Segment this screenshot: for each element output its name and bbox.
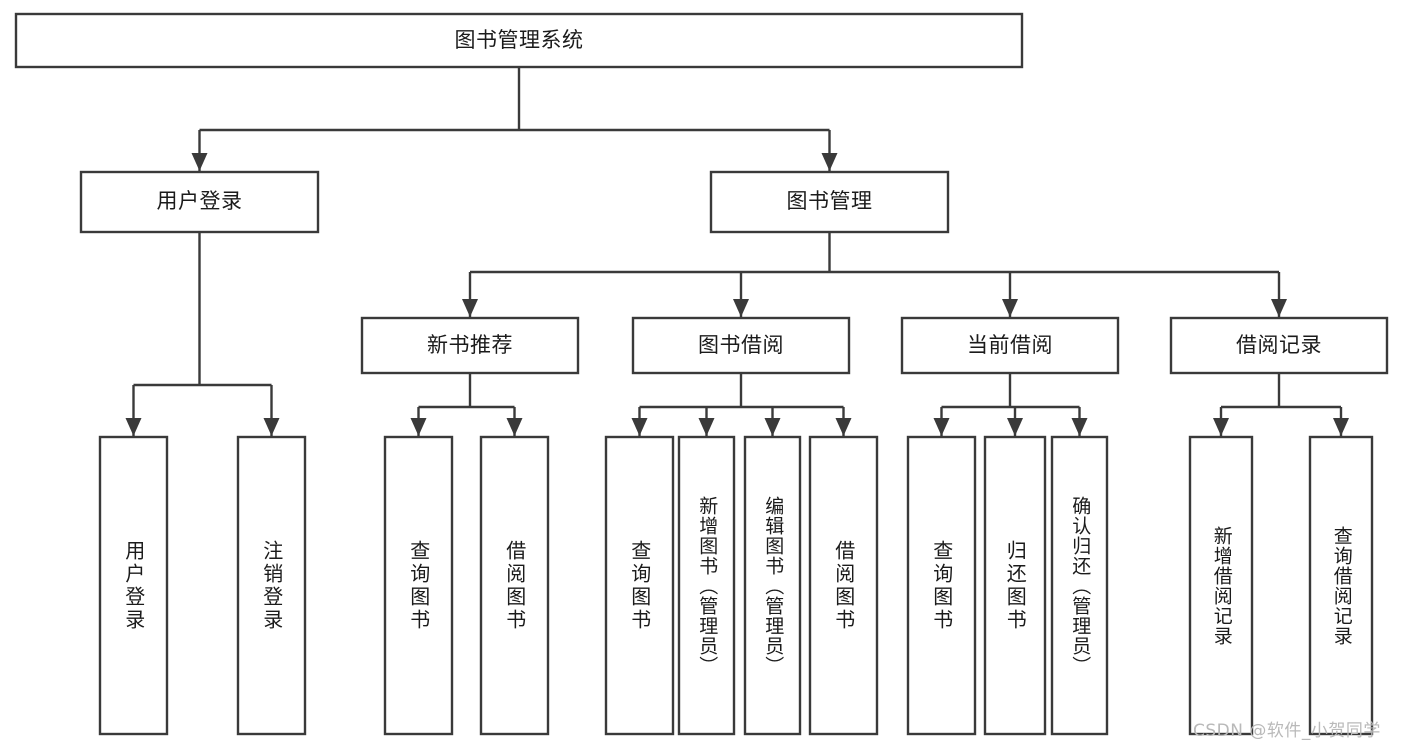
box-layer (14, 12, 1389, 736)
node-box-user-login[interactable] (79, 170, 320, 234)
node-box-new-book-recommend[interactable] (360, 316, 580, 375)
connector-layer (125, 67, 1349, 436)
arrow-head-icon (191, 153, 208, 171)
arrow-head-icon (933, 418, 950, 436)
node-box-book-borrow[interactable] (631, 316, 851, 375)
arrow-head-icon (263, 418, 280, 436)
arrow-head-icon (631, 418, 648, 436)
arrow-head-icon (410, 418, 427, 436)
node-box-borrow-record[interactable] (1169, 316, 1389, 375)
node-box-current-borrow[interactable] (900, 316, 1120, 375)
node-box-user-logout[interactable] (236, 435, 307, 736)
arrow-head-icon (733, 299, 749, 317)
node-box-borrow-book-2[interactable] (808, 435, 879, 736)
arrow-head-icon (1333, 418, 1349, 436)
node-box-query-borrow-record[interactable] (1308, 435, 1374, 736)
arrow-head-icon (1213, 418, 1229, 436)
arrow-head-icon (1071, 418, 1088, 436)
node-box-query-book-1[interactable] (383, 435, 454, 736)
node-box-query-book-3[interactable] (906, 435, 977, 736)
node-box-edit-book-admin[interactable] (743, 435, 802, 736)
arrow-head-icon (1271, 299, 1287, 317)
arrow-head-icon (125, 418, 142, 436)
arrow-head-icon (462, 299, 478, 317)
node-box-confirm-return-admin[interactable] (1050, 435, 1109, 736)
node-box-add-book-admin[interactable] (677, 435, 736, 736)
node-box-add-borrow-record[interactable] (1188, 435, 1254, 736)
node-box-query-book-2[interactable] (604, 435, 675, 736)
node-box-book-manage[interactable] (709, 170, 950, 234)
node-box-borrow-book-1[interactable] (479, 435, 550, 736)
node-box-root[interactable] (14, 12, 1024, 69)
arrow-head-icon (1002, 299, 1018, 317)
arrow-head-icon (506, 418, 523, 436)
node-box-return-book[interactable] (983, 435, 1047, 736)
arrow-head-icon (835, 418, 852, 436)
node-box-user-login-do[interactable] (98, 435, 169, 736)
arrow-head-icon (698, 418, 715, 436)
arrow-head-icon (764, 418, 781, 436)
arrow-head-icon (1007, 418, 1023, 436)
arrow-head-icon (821, 153, 838, 171)
